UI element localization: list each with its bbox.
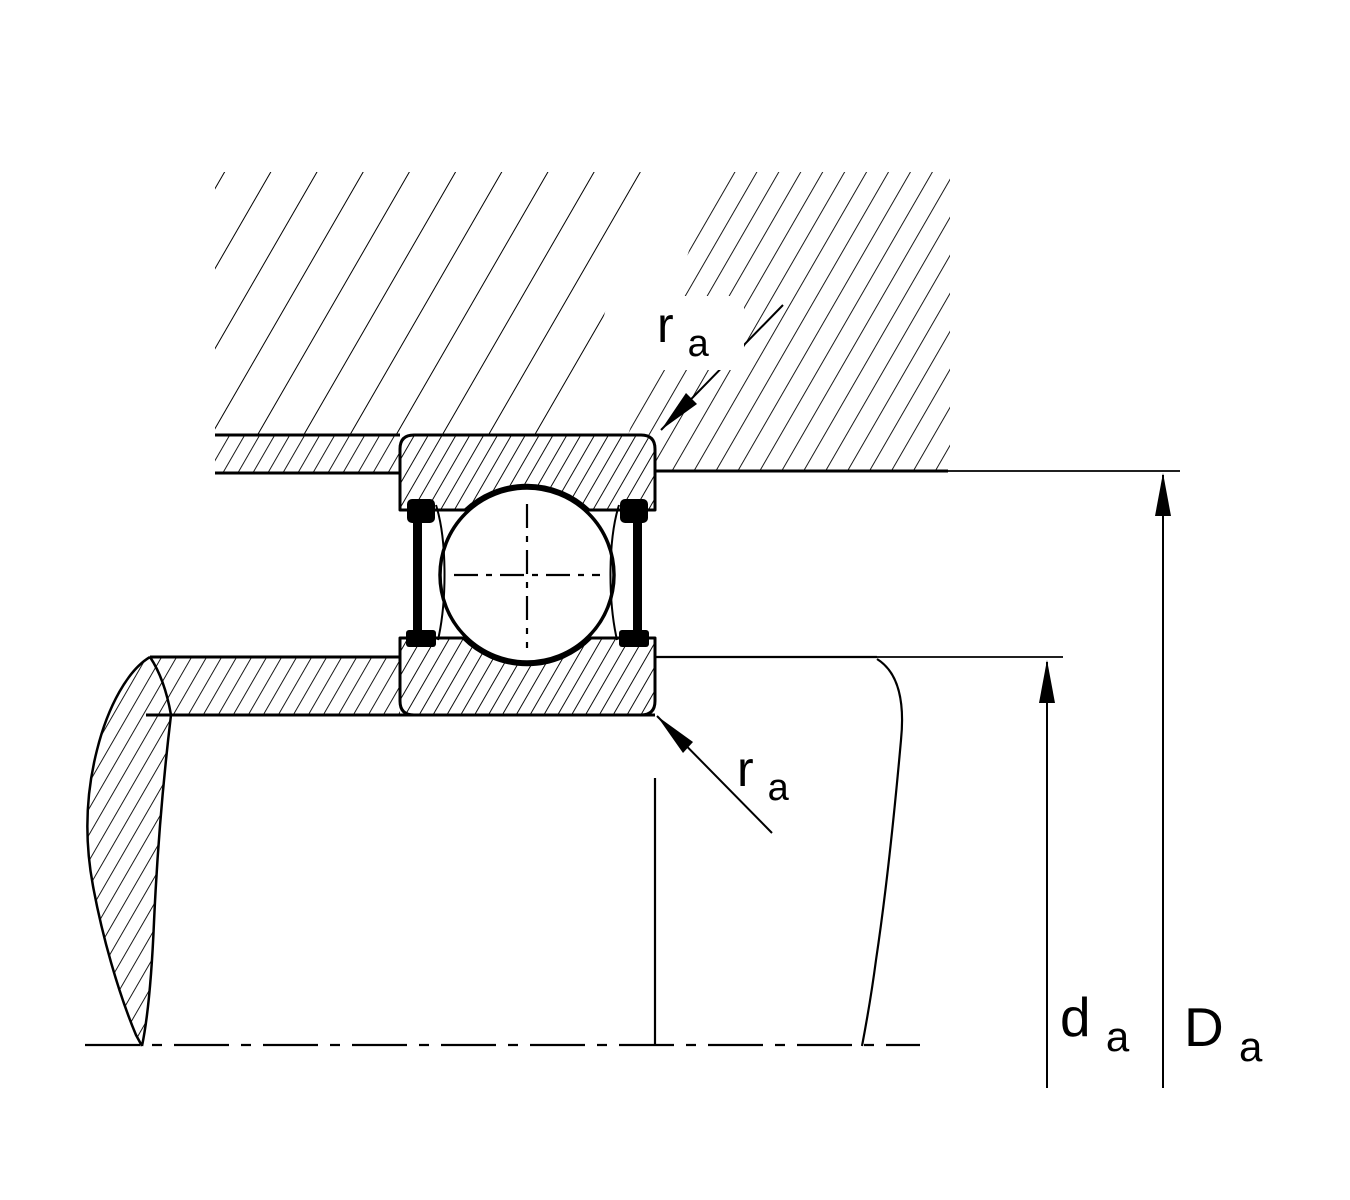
label-da: d a xyxy=(1060,986,1130,1060)
label-Da: D a xyxy=(1184,996,1263,1070)
bearing-cross-section xyxy=(398,433,657,717)
dimension-Da: D a xyxy=(948,470,1263,1088)
da-arrowhead xyxy=(1039,660,1055,703)
label-ra-upper-main: r xyxy=(657,297,674,353)
seal-left xyxy=(406,499,446,647)
bearing-outer-ring xyxy=(398,433,657,512)
label-da-sub: a xyxy=(1106,1013,1130,1060)
label-Da-main: D xyxy=(1184,996,1224,1058)
shaft-break-line-inner xyxy=(140,656,173,1047)
ra-upper-label-halo xyxy=(646,296,744,370)
seal-right-anchor xyxy=(620,499,648,523)
Da-arrowhead xyxy=(1155,473,1171,516)
shaft-section xyxy=(86,655,904,1047)
fillet-callout-ra-upper: r a xyxy=(646,296,784,431)
fillet-callout-ra-lower: r a xyxy=(656,715,790,834)
label-Da-sub: a xyxy=(1239,1023,1263,1070)
seal-left-anchor xyxy=(407,499,435,523)
housing-shoulder-left-strip xyxy=(215,435,400,473)
label-ra-upper: r a xyxy=(657,297,710,365)
ra-lower-arrowhead xyxy=(657,716,693,753)
label-ra-lower: r a xyxy=(737,741,790,809)
seal-right-lip-contour xyxy=(609,504,620,641)
label-ra-lower-sub: a xyxy=(768,767,790,809)
bearing-ball xyxy=(438,486,616,664)
ra-upper-arrowhead xyxy=(661,393,697,430)
bearing-inner-ring xyxy=(398,636,657,717)
seal-right-membrane xyxy=(633,518,642,632)
seal-left-foot xyxy=(406,630,436,647)
shaft-break-line-left xyxy=(86,655,151,1047)
label-da-main: d xyxy=(1060,986,1091,1048)
label-ra-lower-main: r xyxy=(737,741,754,797)
seal-left-membrane xyxy=(413,518,422,632)
housing-section xyxy=(215,172,950,475)
dimension-da: d a xyxy=(655,655,1130,1088)
housing-section-dense-hatch xyxy=(628,172,950,470)
seal-left-lip-contour xyxy=(435,504,446,641)
seal-right-foot xyxy=(619,630,649,647)
label-ra-upper-sub: a xyxy=(688,323,710,365)
shaft-break-line-right xyxy=(860,658,904,1047)
seal-right xyxy=(609,499,649,647)
housing-section-sparse-hatch xyxy=(215,172,645,435)
